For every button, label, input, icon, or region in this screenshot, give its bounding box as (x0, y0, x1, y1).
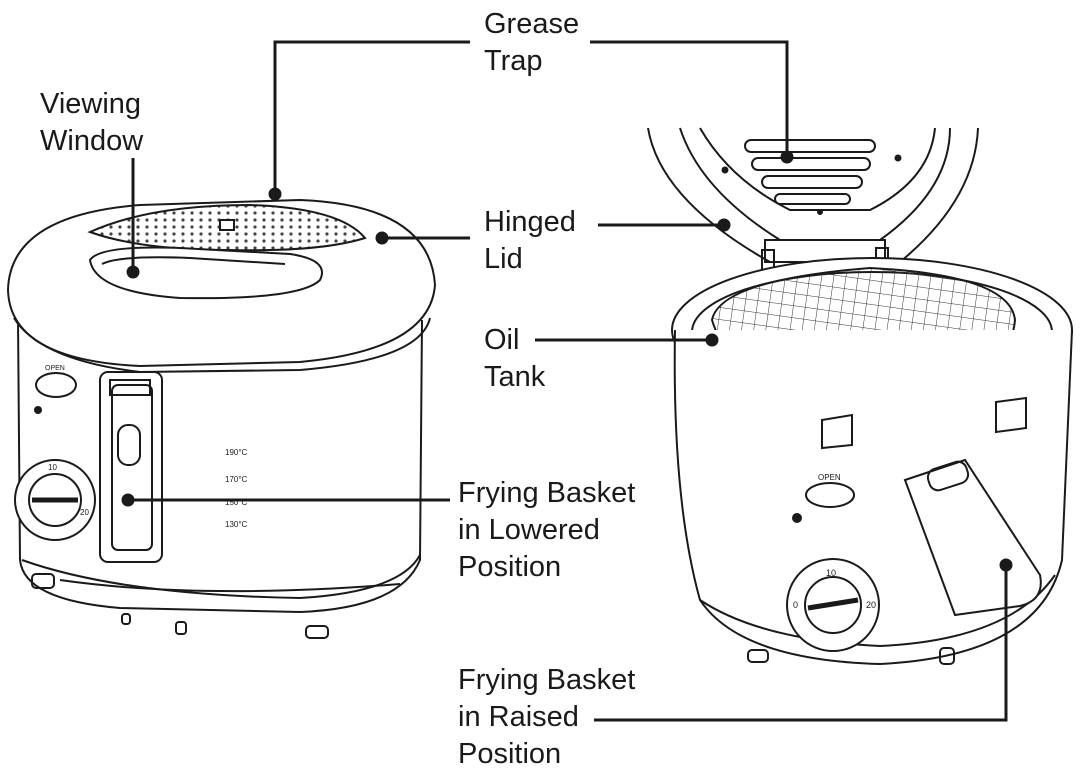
open-dial-mark-right: 20 (866, 600, 876, 610)
temp-label-190: 190°C (225, 448, 248, 457)
label-basket-lowered-line-3: Position (458, 551, 562, 583)
label-viewing-window-line-2: Window (40, 125, 144, 157)
label-basket-lowered-line-1: Frying Basket (458, 477, 636, 509)
leader-basket-raised (594, 567, 1008, 722)
leader-grease-trap (273, 40, 470, 192)
closed-open-text: OPEN (45, 365, 65, 372)
label-oil-tank: Oil Tank (484, 322, 545, 396)
label-hinged-lid-line-1: Hinged (484, 206, 576, 238)
label-basket-raised-line-1: Frying Basket (458, 664, 636, 696)
viewing-window (88, 246, 323, 300)
temp-label-150: 150°C (225, 498, 248, 507)
open-grease-trap (744, 139, 876, 205)
label-viewing-window: Viewing Window (40, 86, 143, 160)
leader-lines (121, 40, 1013, 722)
label-viewing-window-line-1: Viewing (40, 88, 142, 120)
closed-basket-handle (99, 371, 163, 563)
closed-dial-mark-right: 20 (80, 508, 89, 517)
open-open-text: OPEN (818, 473, 841, 482)
label-hinged-lid-line-2: Lid (484, 243, 523, 275)
label-grease-trap-line-1: Grease (484, 8, 580, 40)
label-basket-raised-line-2: in Raised (458, 701, 579, 733)
temp-label-130: 130°C (225, 520, 248, 529)
label-basket-lowered: Frying Basket in Lowered Position (458, 475, 635, 586)
open-dial-mark-left: 0 (793, 600, 798, 610)
temp-label-170: 170°C (225, 475, 248, 484)
label-basket-raised: Frying Basket in Raised Position (458, 662, 635, 773)
label-oil-tank-line-2: Tank (484, 361, 546, 393)
closed-fryer: OPEN 10 20 190°C 170°C 150°C 130°C (6, 198, 437, 639)
open-fryer: OPEN 10 0 20 (647, 127, 1073, 666)
label-basket-raised-line-3: Position (458, 738, 562, 770)
closed-dial-mark-top: 10 (48, 463, 57, 472)
label-grease-trap: Grease Trap (484, 6, 579, 80)
label-grease-trap-line-2: Trap (484, 45, 543, 77)
open-dial-mark-top: 10 (826, 568, 836, 578)
label-hinged-lid: Hinged Lid (484, 204, 576, 278)
label-basket-lowered-line-2: in Lowered (458, 514, 600, 546)
label-oil-tank-line-1: Oil (484, 324, 520, 356)
